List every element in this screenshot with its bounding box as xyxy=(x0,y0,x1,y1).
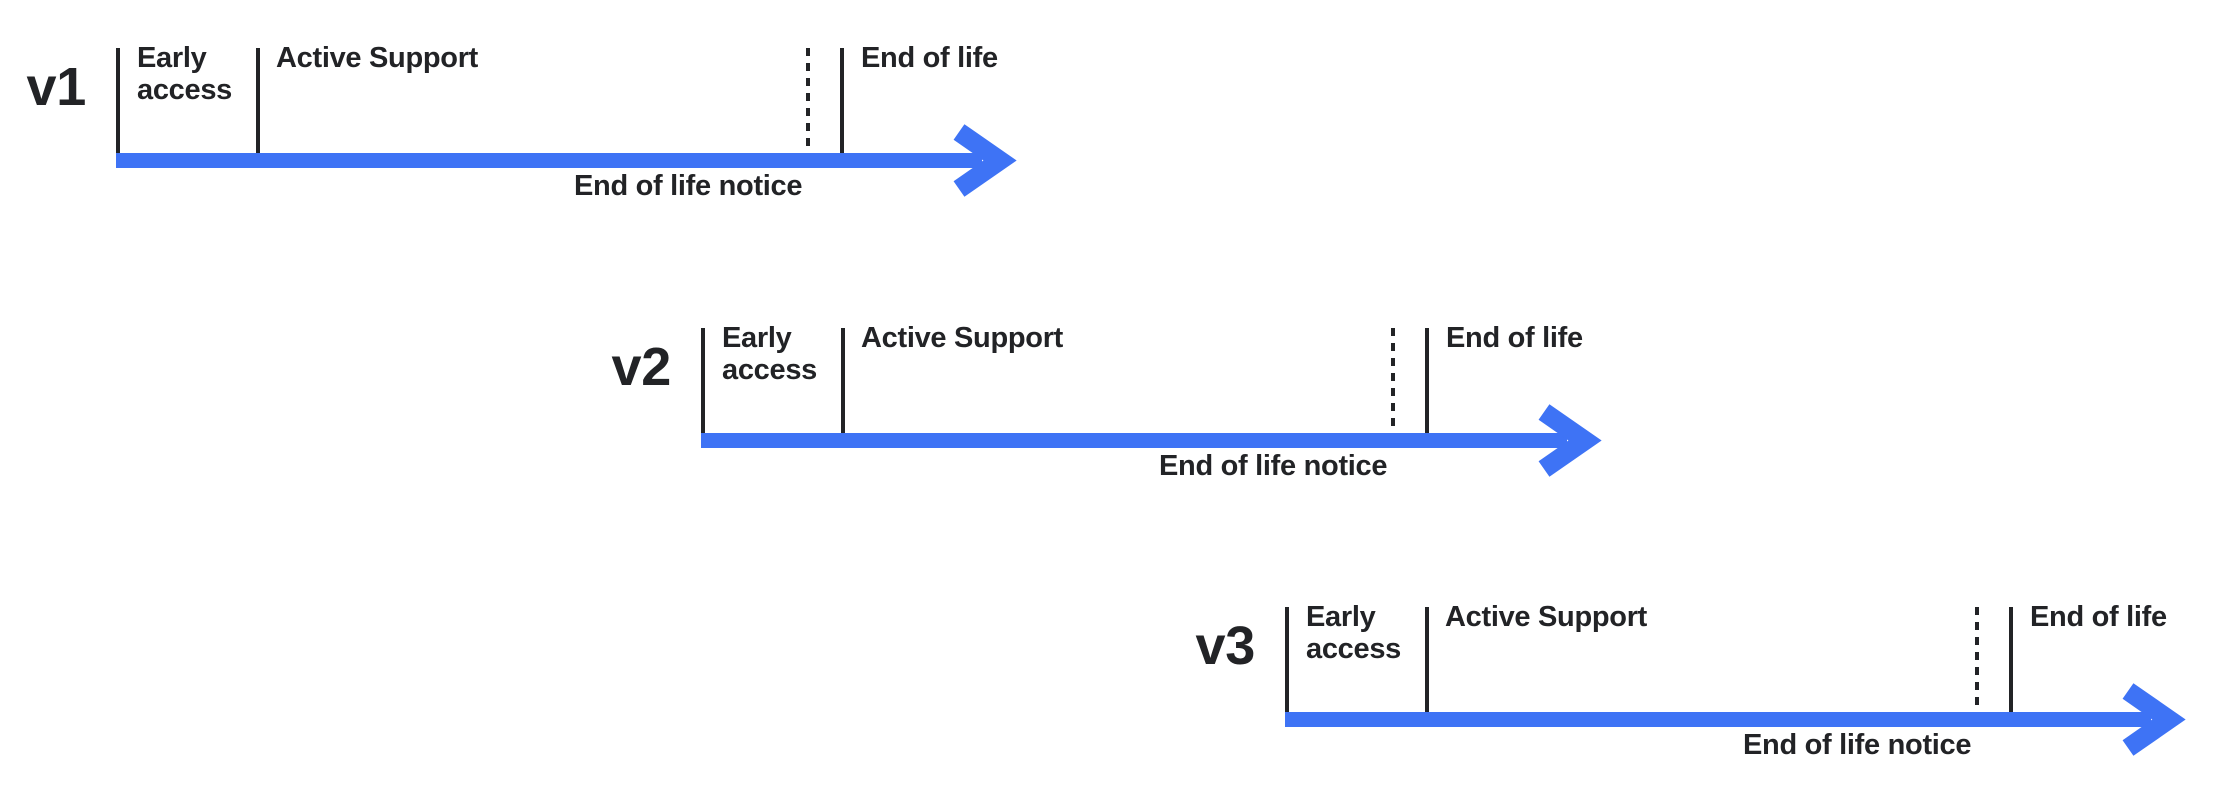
version-label: v3 xyxy=(1195,616,1256,676)
timeline-arrow-icon xyxy=(701,404,1602,477)
early-access-boundary-tick xyxy=(1425,607,1429,712)
end-of-life-tick xyxy=(2009,607,2013,712)
timeline-start-tick xyxy=(701,328,705,433)
end-of-life-notice-label: End of life notice xyxy=(574,170,803,202)
timeline-arrow-icon xyxy=(116,124,1017,197)
end-of-life-notice-label: End of life notice xyxy=(1159,450,1388,482)
active-support-label: Active Support xyxy=(1445,601,1648,633)
timeline-start-tick xyxy=(116,48,120,153)
end-of-life-tick xyxy=(1425,328,1429,433)
timeline-start-tick xyxy=(1285,607,1289,712)
end-of-life-notice-dashed-tick xyxy=(806,48,810,153)
version-label: v1 xyxy=(26,57,87,117)
end-of-life-notice-label: End of life notice xyxy=(1743,729,1972,761)
timeline-arrow-icon xyxy=(1285,683,2186,756)
early-access-label: Early access xyxy=(137,42,232,106)
end-of-life-notice-dashed-tick xyxy=(1975,607,1979,712)
early-access-boundary-tick xyxy=(256,48,260,153)
version-label: v2 xyxy=(611,337,672,397)
active-support-label: Active Support xyxy=(276,42,479,74)
active-support-label: Active Support xyxy=(861,322,1064,354)
end-of-life-label: End of life xyxy=(861,42,998,74)
early-access-label: Early access xyxy=(722,322,817,386)
early-access-label: Early access xyxy=(1306,601,1401,665)
end-of-life-tick xyxy=(840,48,844,153)
early-access-boundary-tick xyxy=(841,328,845,433)
end-of-life-notice-dashed-tick xyxy=(1391,328,1395,433)
end-of-life-label: End of life xyxy=(1446,322,1583,354)
end-of-life-label: End of life xyxy=(2030,601,2167,633)
